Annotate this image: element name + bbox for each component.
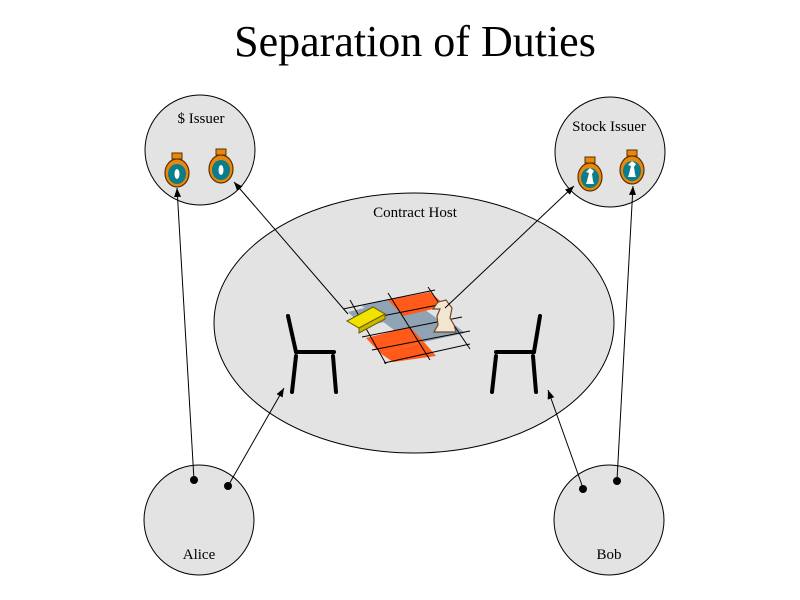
bob-dot [579,485,587,493]
stock-issuer-node [554,96,666,208]
contract-host-label: Contract Host [373,205,458,221]
alice-to-contract-seat-arrow [227,387,285,487]
contract-board-icon [342,286,471,365]
alice-dot [190,476,198,484]
bob-to-contract-seat-arrow [547,389,584,489]
right-chair-icon [490,314,542,394]
dollar-purse-icon [208,148,234,184]
alice-label: Alice [183,547,216,563]
alice-dot [224,482,232,490]
board-to-dollar-issuer-arrow [233,181,349,315]
board-to-stock-issuer-arrow [444,185,575,309]
bob-label: Bob [596,547,621,563]
stock-purse-icon [619,149,645,185]
dollar-purse-icon [164,152,190,188]
alice-node [143,464,255,576]
bob-dot [613,477,621,485]
alice-to-dollar-issuer-arrow [174,187,195,481]
bob-to-stock-issuer-arrow [616,185,637,481]
diagram-title: Separation of Duties [234,17,596,66]
dollar-issuer-label: $ Issuer [177,111,224,127]
left-chair-icon [286,314,338,394]
stock-purse-icon [577,156,603,192]
stock-issuer-label: Stock Issuer [572,119,646,135]
